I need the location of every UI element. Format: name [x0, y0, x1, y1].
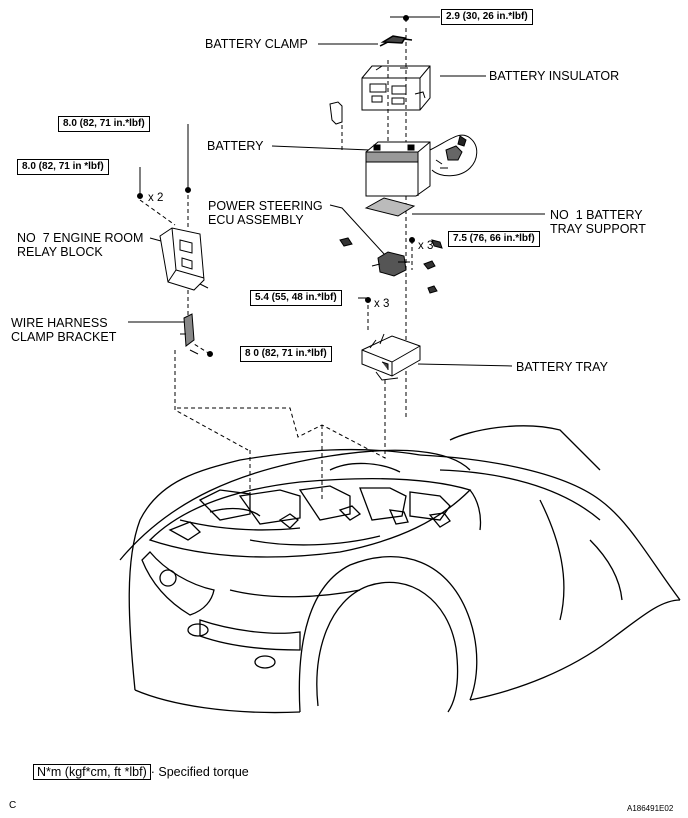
torque-battery-clamp: 2.9 (30, 26 in.*lbf): [441, 9, 533, 25]
legend-text: · Specified torque: [150, 765, 249, 779]
corner-letter: C: [9, 800, 17, 811]
count-relay-bolts: x 2: [148, 192, 164, 204]
leader-battery: [271, 145, 371, 151]
torque-battery-tray: 5.4 (55, 48 in.*lbf): [250, 290, 342, 306]
battery-part: [365, 141, 431, 197]
ps-ecu-part: [339, 237, 443, 294]
legend-units: N*m (kgf*cm, ft *lbf): [33, 764, 151, 780]
tray-support-part: [364, 197, 416, 217]
label-battery-insulator: BATTERY INSULATOR: [489, 69, 620, 83]
clamp-bracket-part: [180, 313, 199, 355]
car-front-illustration: [119, 425, 681, 714]
label-wire-harness-clamp-bracket: WIRE HARNESS CLAMP BRACKET: [11, 316, 117, 344]
label-battery-tray: BATTERY TRAY: [516, 360, 608, 374]
battery-cables-part: [429, 134, 478, 177]
label-power-steering-ecu: POWER STEERING ECU ASSEMBLY: [208, 199, 323, 227]
label-no7-engine-room-relay-block: NO 7 ENGINE ROOM RELAY BLOCK: [17, 231, 144, 259]
torque-legend: N*m (kgf*cm, ft *lbf)· Specified torque: [33, 764, 249, 780]
battery-clamp-part: [379, 35, 413, 47]
label-battery: BATTERY: [207, 139, 264, 153]
torque-relay-block-bolts: 8.0 (82, 71 in *lbf): [17, 159, 109, 175]
relay-block-part: [159, 227, 209, 291]
leader-ps-ecu: [329, 204, 386, 256]
figure-id: A186491E02: [627, 804, 674, 813]
insulator-bracket-part: [329, 101, 343, 125]
label-no1-battery-tray-support: NO 1 BATTERY TRAY SUPPORT: [550, 208, 646, 236]
torque-tray-support: 7.5 (76, 66 in.*lbf): [448, 231, 540, 247]
torque-clamp-bracket: 8 0 (82, 71 in.*lbf): [240, 346, 332, 362]
battery-tray-part: [361, 333, 421, 381]
count-tray-bolts: x 3: [374, 298, 390, 310]
torque-relay-block-nut: 8.0 (82, 71 in.*lbf): [58, 116, 150, 132]
count-tray-support-bolts: x 3: [418, 240, 434, 252]
leader-battery-tray: [417, 363, 513, 367]
battery-insulator-part: [361, 65, 431, 111]
label-battery-clamp: BATTERY CLAMP: [205, 37, 308, 51]
